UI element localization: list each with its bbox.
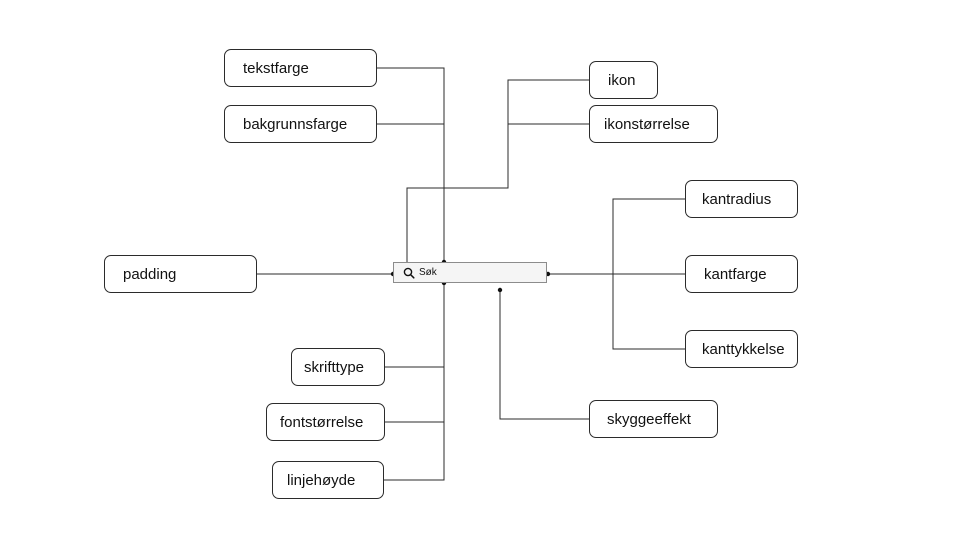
label-bakgrunnsfarge: bakgrunnsfarge	[224, 105, 377, 143]
connector-ikon	[406, 79, 589, 268]
connector-tekstfarge	[376, 67, 445, 262]
label-skyggeeffekt: skyggeeffekt	[589, 400, 718, 438]
label-padding: padding	[104, 255, 257, 293]
label-ikonstorrelse: ikonstørrelse	[589, 105, 718, 143]
label-fontstorrelse: fontstørrelse	[266, 403, 385, 441]
label-skrifttype: skrifttype	[291, 348, 385, 386]
search-icon	[403, 267, 415, 279]
label-kanttykkelse: kanttykkelse	[685, 330, 798, 368]
label-ikon: ikon	[589, 61, 658, 99]
connector-skyggeeffekt	[499, 290, 589, 420]
label-kantradius: kantradius	[685, 180, 798, 218]
search-field-label: Søk	[419, 267, 437, 278]
label-linjehoyde: linjehøyde	[272, 461, 384, 499]
connector-skrifttype	[384, 283, 445, 481]
anchor-dot-shadow	[497, 287, 503, 293]
search-field[interactable]: Søk	[393, 262, 547, 283]
label-tekstfarge: tekstfarge	[224, 49, 377, 87]
label-kantfarge: kantfarge	[685, 255, 798, 293]
